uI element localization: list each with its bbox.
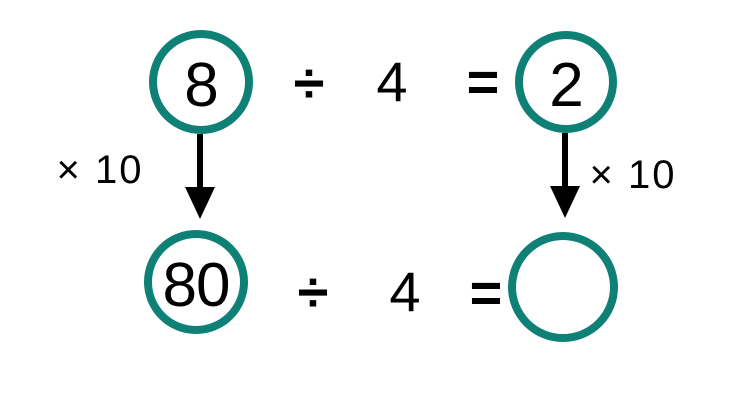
dividend-top-value: 8 xyxy=(184,51,218,120)
quotient-circle-top: 2 xyxy=(515,31,617,133)
quotient-top-value: 2 xyxy=(549,51,583,120)
down-arrow-right-icon xyxy=(550,133,580,218)
divisor-top-value: 4 xyxy=(376,50,408,113)
dividend-circle-top: 8 xyxy=(149,30,253,134)
answer-circle-bottom xyxy=(508,232,618,342)
dividend-circle-bottom: 80 xyxy=(144,230,248,334)
times-ten-label-right: × 10 xyxy=(589,153,677,197)
equals-sign-top: = xyxy=(466,50,500,113)
divide-sign-top: ÷ xyxy=(293,51,325,114)
equals-sign-bottom: = xyxy=(469,261,503,324)
times-ten-label-left: × 10 xyxy=(56,148,144,192)
dividend-bottom-value: 80 xyxy=(162,251,231,320)
divide-sign-bottom: ÷ xyxy=(297,260,329,323)
divisor-bottom-value: 4 xyxy=(389,260,421,323)
down-arrow-left-icon xyxy=(185,134,215,219)
